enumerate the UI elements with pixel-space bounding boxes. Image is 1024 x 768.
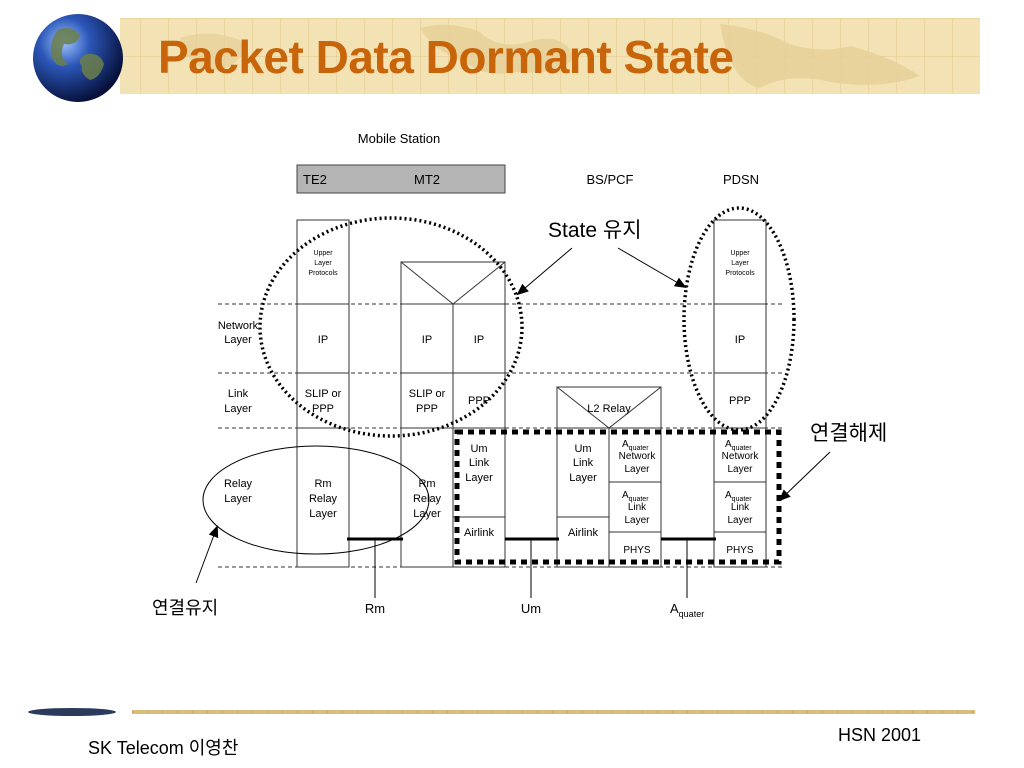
pdsn-phys: PHYS	[726, 545, 754, 556]
layer-divider-lines	[218, 303, 782, 568]
pdsn-aq-link-layer: Layer	[727, 515, 753, 526]
mt2-um-2: Link	[469, 457, 490, 469]
slide-title: Packet Data Dormant State	[158, 31, 734, 83]
mt2-rm-2: Relay	[413, 493, 442, 505]
pdsn-aq-net-layer: Layer	[727, 464, 753, 475]
bs-phys: PHYS	[623, 545, 651, 556]
mt2-ip-right: IP	[474, 334, 484, 346]
pdsn-upper-2: Layer	[731, 260, 749, 267]
aquater-interface-label: Aquater	[670, 601, 704, 619]
header-band	[120, 18, 980, 94]
globe-logo-icon	[33, 14, 123, 102]
footer-event: HSN 2001	[838, 725, 922, 745]
bs-airlink: Airlink	[568, 527, 598, 539]
mt2-rm-3: Layer	[413, 508, 441, 520]
mt2-slip-1: SLIP or	[409, 388, 446, 400]
mt2-um-1: Um	[470, 443, 487, 455]
relay-layer-label-1: Relay	[224, 478, 253, 490]
mt2-slip-2: PPP	[416, 403, 438, 415]
pdsn-upper-1: Upper	[730, 250, 750, 257]
mt2-um-3: Layer	[465, 472, 493, 484]
conn-keep-ellipse	[202, 445, 430, 555]
te2-rm-3: Layer	[309, 508, 337, 520]
relay-layer-label-2: Layer	[224, 493, 252, 505]
te2-stack	[296, 219, 350, 568]
bs-aq-network: Network	[619, 451, 657, 462]
pdsn-ppp: PPP	[729, 395, 751, 407]
mobile-station-label: Mobile Station	[358, 131, 440, 146]
pdsn-label: PDSN	[723, 172, 759, 187]
pdsn-aq-link-a: Aquater	[725, 490, 752, 503]
mt2-label: MT2	[414, 172, 440, 187]
te2-upper-1: Upper	[313, 250, 333, 257]
state-keep-ellipse-pdsn	[682, 206, 796, 432]
conn-release-annotation: 연결해제	[810, 422, 887, 445]
mt2-ip-left: IP	[422, 334, 432, 346]
l2-relay-label: L2 Relay	[587, 403, 631, 415]
te2-rm-2: Relay	[309, 493, 338, 505]
te2-rm-1: Rm	[314, 478, 331, 490]
bs-um-3: Layer	[569, 472, 597, 484]
mt2-ppp: PPP	[468, 395, 490, 407]
mt2-rm-1: Rm	[418, 478, 435, 490]
bs-pcf-stack	[556, 386, 662, 568]
link-layer-label-2: Layer	[224, 403, 252, 415]
pdsn-aq-net-a: Aquater	[725, 439, 752, 452]
pdsn-upper-3: Protocols	[725, 270, 755, 277]
bs-um-2: Link	[573, 457, 594, 469]
pdsn-stack	[713, 219, 767, 568]
bs-aq-link: Link	[628, 502, 647, 513]
footer-swoosh-icon	[28, 708, 116, 716]
footer-author: SK Telecom 이영찬	[88, 738, 239, 758]
mt2-airlink: Airlink	[464, 527, 494, 539]
um-interface-label: Um	[521, 601, 541, 616]
bs-aq-net-a: Aquater	[622, 439, 649, 452]
te2-mt2-header	[296, 164, 506, 194]
pdsn-aq-network: Network	[722, 451, 760, 462]
te2-upper-3: Protocols	[308, 270, 338, 277]
bs-aq-net-layer: Layer	[624, 464, 650, 475]
conn-keep-annotation: 연결유지	[152, 598, 218, 618]
pdsn-ip: IP	[735, 334, 745, 346]
network-layer-label-1: Network	[218, 320, 259, 332]
te2-upper-2: Layer	[314, 260, 332, 267]
te2-slip-2: PPP	[312, 403, 334, 415]
link-layer-label-1: Link	[228, 388, 249, 400]
bs-um-1: Um	[574, 443, 591, 455]
bs-aq-link-layer: Layer	[624, 515, 650, 526]
bs-pcf-label: BS/PCF	[587, 172, 634, 187]
state-keep-ellipse-ms	[258, 216, 524, 438]
pdsn-aq-link: Link	[731, 502, 750, 513]
mt2-stack	[400, 261, 506, 568]
te2-ip: IP	[318, 334, 328, 346]
te2-label: TE2	[303, 172, 327, 187]
state-keep-annotation: State 유지	[548, 219, 642, 242]
te2-slip-1: SLIP or	[305, 388, 342, 400]
rm-interface-label: Rm	[365, 601, 385, 616]
network-layer-label-2: Layer	[224, 334, 252, 346]
bs-aq-link-a: Aquater	[622, 490, 649, 503]
interface-leaders	[374, 539, 688, 598]
